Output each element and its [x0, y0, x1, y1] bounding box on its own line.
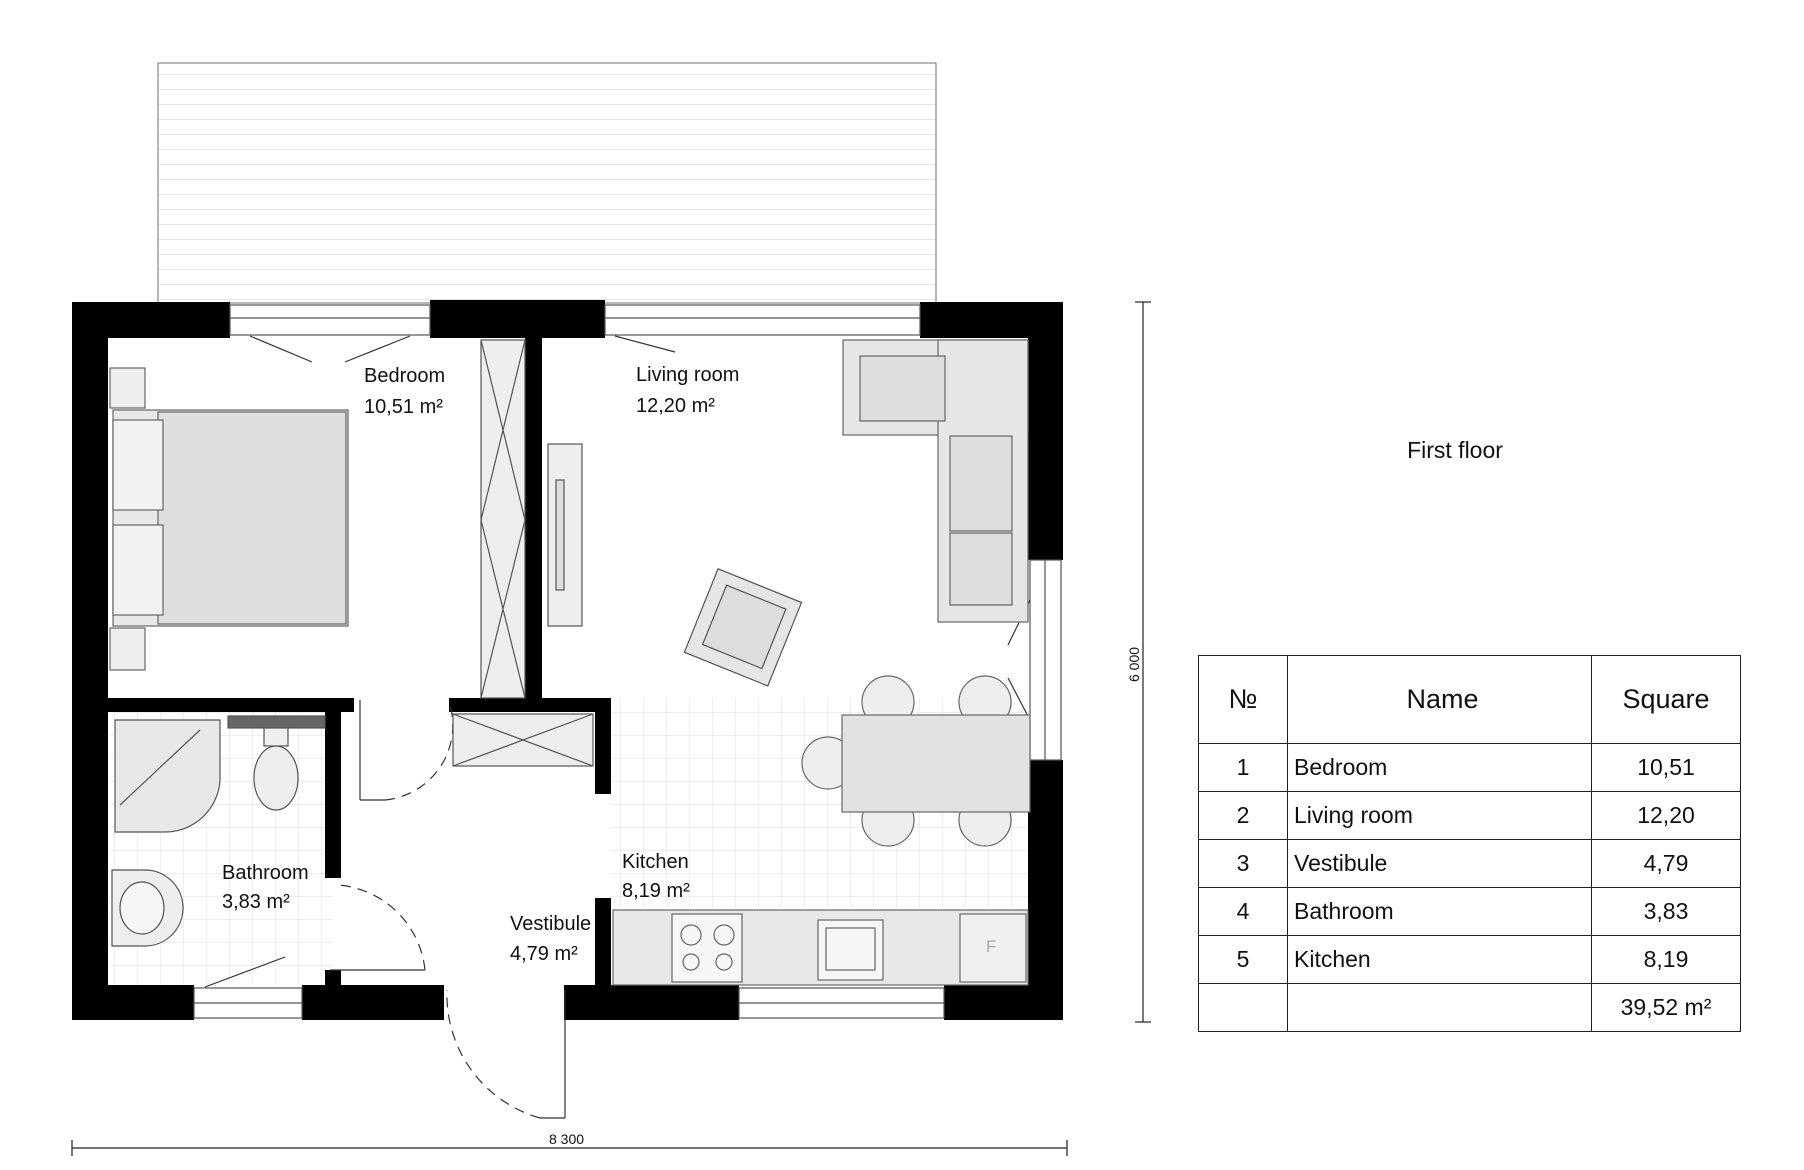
- dimension-height-label: 6 000: [1126, 647, 1142, 682]
- row-name: Bedroom: [1287, 743, 1592, 792]
- room-area-bedroom: 10,51 m²: [364, 396, 443, 418]
- kitchen-counter: [612, 909, 1029, 986]
- terrace-deck: [157, 62, 937, 304]
- room-area-living-room: 12,20 m²: [636, 395, 715, 417]
- room-label-living-room: Living room: [636, 364, 739, 386]
- armchair: [683, 568, 803, 687]
- row-name: Living room: [1287, 791, 1592, 840]
- row-name: Vestibule: [1287, 839, 1592, 888]
- dining-set: [801, 675, 1031, 847]
- total-empty-number: [1198, 983, 1288, 1032]
- hall-wardrobe: [452, 713, 594, 767]
- header-square: Square: [1591, 655, 1741, 744]
- double-bed: [109, 367, 349, 671]
- room-label-kitchen: Kitchen: [622, 851, 689, 873]
- row-number: 1: [1198, 743, 1288, 792]
- floor-plan: F Bedroom 10,51 m² Living room 12,20 m² …: [71, 62, 1151, 1156]
- header-number: №: [1198, 655, 1288, 744]
- dimension-lines: [71, 301, 1151, 1156]
- walls: [72, 300, 1063, 1020]
- table-row: 1 Bedroom 10,51: [1198, 743, 1741, 792]
- row-square: 4,79: [1591, 839, 1741, 888]
- header-name: Name: [1287, 655, 1592, 744]
- room-area-bathroom: 3,83 m²: [222, 891, 290, 913]
- table-row: 4 Bathroom 3,83: [1198, 887, 1741, 936]
- corner-sofa: [842, 339, 1029, 623]
- room-label-bedroom: Bedroom: [364, 365, 445, 387]
- tv-cabinet: [547, 443, 583, 627]
- row-name: Bathroom: [1287, 887, 1592, 936]
- door-swings: [204, 335, 1031, 1119]
- room-area-vestibule: 4,79 m²: [510, 943, 578, 965]
- total-area: 39,52 m²: [1591, 983, 1741, 1032]
- windows: [193, 304, 1062, 1019]
- wardrobe-bedroom: [480, 339, 526, 699]
- row-number: 3: [1198, 839, 1288, 888]
- row-square: 3,83: [1591, 887, 1741, 936]
- room-label-bathroom: Bathroom: [222, 862, 309, 884]
- floor-title: First floor: [1407, 437, 1503, 463]
- bathroom-fixtures: [111, 715, 326, 947]
- table-row: 2 Living room 12,20: [1198, 791, 1741, 840]
- row-number: 4: [1198, 887, 1288, 936]
- dimension-width-label: 8 300: [549, 1131, 584, 1147]
- table-row: 3 Vestibule 4,79: [1198, 839, 1741, 888]
- row-number: 2: [1198, 791, 1288, 840]
- row-number: 5: [1198, 935, 1288, 984]
- room-area-table: № Name Square 1 Bedroom 10,51 2 Living r…: [1198, 655, 1741, 1032]
- fridge-label: F: [986, 937, 996, 956]
- table-total-row: 39,52 m²: [1198, 983, 1741, 1032]
- table-row: 5 Kitchen 8,19: [1198, 935, 1741, 984]
- table-header-row: № Name Square: [1198, 655, 1741, 744]
- room-label-vestibule: Vestibule: [510, 913, 591, 935]
- row-name: Kitchen: [1287, 935, 1592, 984]
- row-square: 12,20: [1591, 791, 1741, 840]
- room-area-kitchen: 8,19 m²: [622, 880, 690, 902]
- total-empty-name: [1287, 983, 1592, 1032]
- row-square: 10,51: [1591, 743, 1741, 792]
- row-square: 8,19: [1591, 935, 1741, 984]
